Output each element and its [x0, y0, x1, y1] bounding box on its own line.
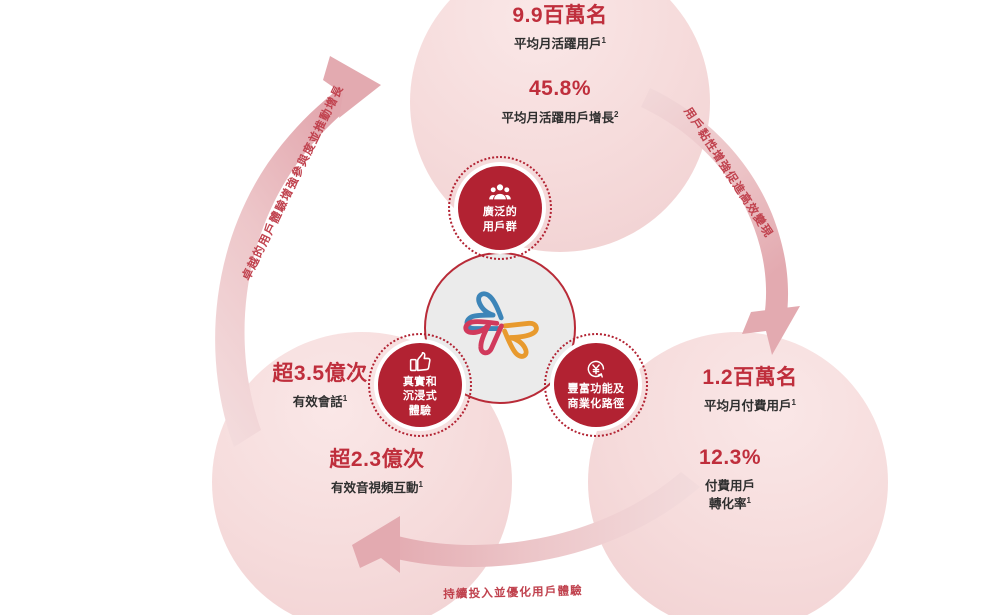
thumbs-up-icon [409, 352, 431, 372]
right-arrow [641, 88, 800, 355]
left-arrow [215, 56, 381, 447]
stat-label-effective-sessions: 有效會話1 [292, 394, 348, 410]
badge-rich-features-monetization[interactable]: 豐富功能及 商業化路徑 [554, 343, 638, 427]
badge-label: 真實和 沉浸式 體驗 [402, 376, 438, 417]
stat-label-conversion-rate: 付費用戶轉化率1 [704, 479, 755, 512]
stat-label-paying-users: 平均月付費用戶1 [704, 398, 796, 414]
footnote-marker: 1 [746, 496, 751, 506]
stat-av-interactions: 超2.3億次 有效音視頻互動1 [282, 448, 472, 497]
badge-ring-authentic-immersive-experience [368, 333, 472, 437]
stat-paying-users: 1.2百萬名 平均月付費用戶1 [655, 366, 845, 415]
footnote-marker: 1 [418, 480, 423, 490]
footnote-marker: 2 [614, 109, 619, 119]
stat-value-av-interactions: 超2.3億次 [329, 448, 425, 471]
stat-value-mau-growth: 45.8% [528, 77, 592, 101]
stat-conversion-rate: 12.3% 付費用戶轉化率1 [645, 446, 815, 514]
badge-ring-broad-user-base [448, 156, 552, 260]
badge-authentic-immersive-experience[interactable]: 真實和 沉浸式 體驗 [378, 343, 462, 427]
currency-cycle-icon [587, 360, 605, 378]
badge-label: 廣泛的 用戶群 [482, 206, 518, 233]
footnote-marker: 1 [342, 394, 348, 404]
footnote-marker: 1 [791, 398, 796, 408]
footnote-marker: 1 [601, 36, 606, 46]
badge-ring-rich-features-monetization [544, 333, 648, 437]
stat-label-av-interactions: 有效音視頻互動1 [331, 480, 423, 496]
stat-value-effective-sessions: 超3.5億次 [272, 362, 368, 385]
stat-value-paying-users: 1.2百萬名 [702, 366, 798, 389]
stat-label-mau: 平均月活躍用戶1 [514, 36, 606, 52]
stat-value-mau: 9.9百萬名 [512, 4, 608, 27]
badge-label: 豐富功能及 商業化路徑 [567, 383, 625, 410]
stat-value-conversion-rate: 12.3% [698, 446, 762, 469]
users-icon [489, 184, 511, 200]
stat-effective-sessions: 超3.5億次 有效會話1 [240, 362, 400, 411]
bottom-arrow [352, 472, 700, 573]
stat-label-mau-growth: 平均月活躍用戶增長2 [501, 109, 619, 125]
badge-broad-user-base[interactable]: 廣泛的 用戶群 [458, 166, 542, 250]
